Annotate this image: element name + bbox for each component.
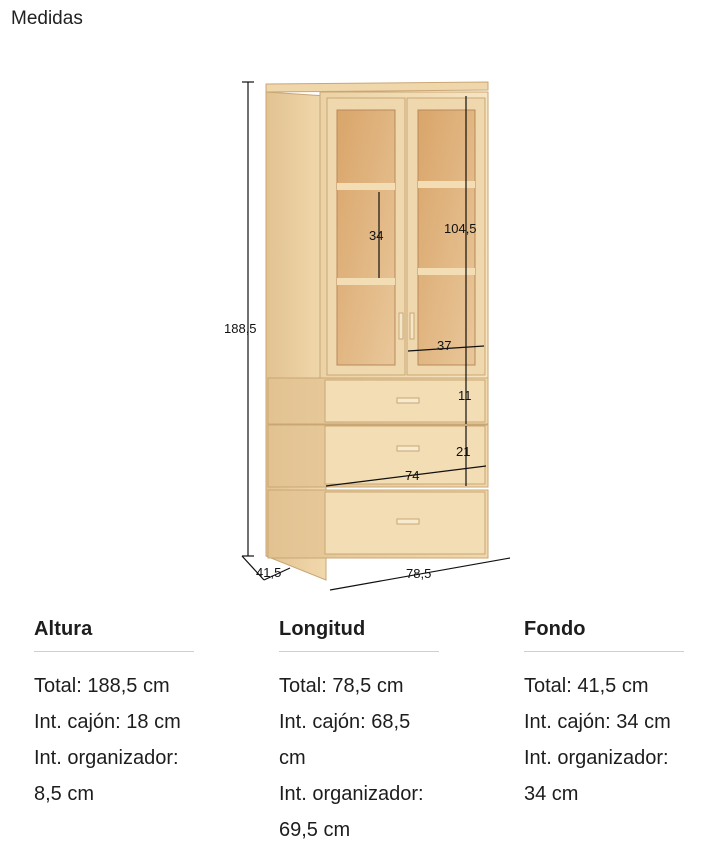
drawer-front-2 <box>324 425 486 485</box>
height-line: Int. cajón: 18 cm <box>34 711 181 733</box>
height-line: 8,5 cm <box>34 783 95 805</box>
dim-height-total: 188,5 <box>224 321 257 336</box>
shelf-mid-right <box>418 268 475 275</box>
length-line: Int. cajón: 68,5 <box>279 711 411 733</box>
section-title: Medidas <box>11 8 83 29</box>
length-line: Int. organizador: <box>279 783 424 805</box>
drawer-handle-1 <box>396 397 420 404</box>
length-line: 69,5 cm <box>279 819 351 841</box>
drawer-handle-2 <box>396 445 420 452</box>
dim-shelf-gap: 34 <box>369 228 383 243</box>
length-column: Longitud Total: 78,5 cm Int. cajón: 68,5… <box>279 618 479 848</box>
dim-depth: 41,5 <box>256 565 281 580</box>
dim-interior-height: 104,5 <box>444 221 477 236</box>
left-door-glass <box>336 109 396 366</box>
length-line: cm <box>279 747 306 769</box>
length-heading: Longitud <box>279 618 439 652</box>
shelf-top-right <box>418 181 475 188</box>
depth-line: Int. organizador: <box>524 747 669 769</box>
door-handle-right <box>409 312 415 340</box>
depth-line: 34 cm <box>524 783 579 805</box>
height-line: Int. organizador: <box>34 747 179 769</box>
door-handle-left <box>398 312 404 340</box>
cabinet-top <box>265 81 489 93</box>
height-line: Total: 188,5 cm <box>34 675 170 697</box>
depth-line: Total: 41,5 cm <box>524 675 649 697</box>
dim-drawer-small: 11 <box>458 388 472 403</box>
depth-heading: Fondo <box>524 618 684 652</box>
length-line: Total: 78,5 cm <box>279 675 404 697</box>
dim-width: 78,5 <box>406 566 431 581</box>
dim-drawer-width: 74 <box>405 468 419 483</box>
depth-column: Fondo Total: 41,5 cm Int. cajón: 34 cm I… <box>524 618 718 812</box>
shelf-top-left <box>337 183 395 190</box>
height-heading: Altura <box>34 618 194 652</box>
drawer-handle-3 <box>396 518 420 525</box>
dim-door-width: 37 <box>437 338 451 353</box>
depth-line: Int. cajón: 34 cm <box>524 711 671 733</box>
shelf-mid-left <box>337 278 395 285</box>
dim-drawer-large: 21 <box>456 444 470 459</box>
cabinet-dimensions-diagram: 188,5 41,5 78,5 34 104,5 37 11 21 74 <box>224 81 511 591</box>
height-column: Altura Total: 188,5 cm Int. cajón: 18 cm… <box>34 618 234 812</box>
